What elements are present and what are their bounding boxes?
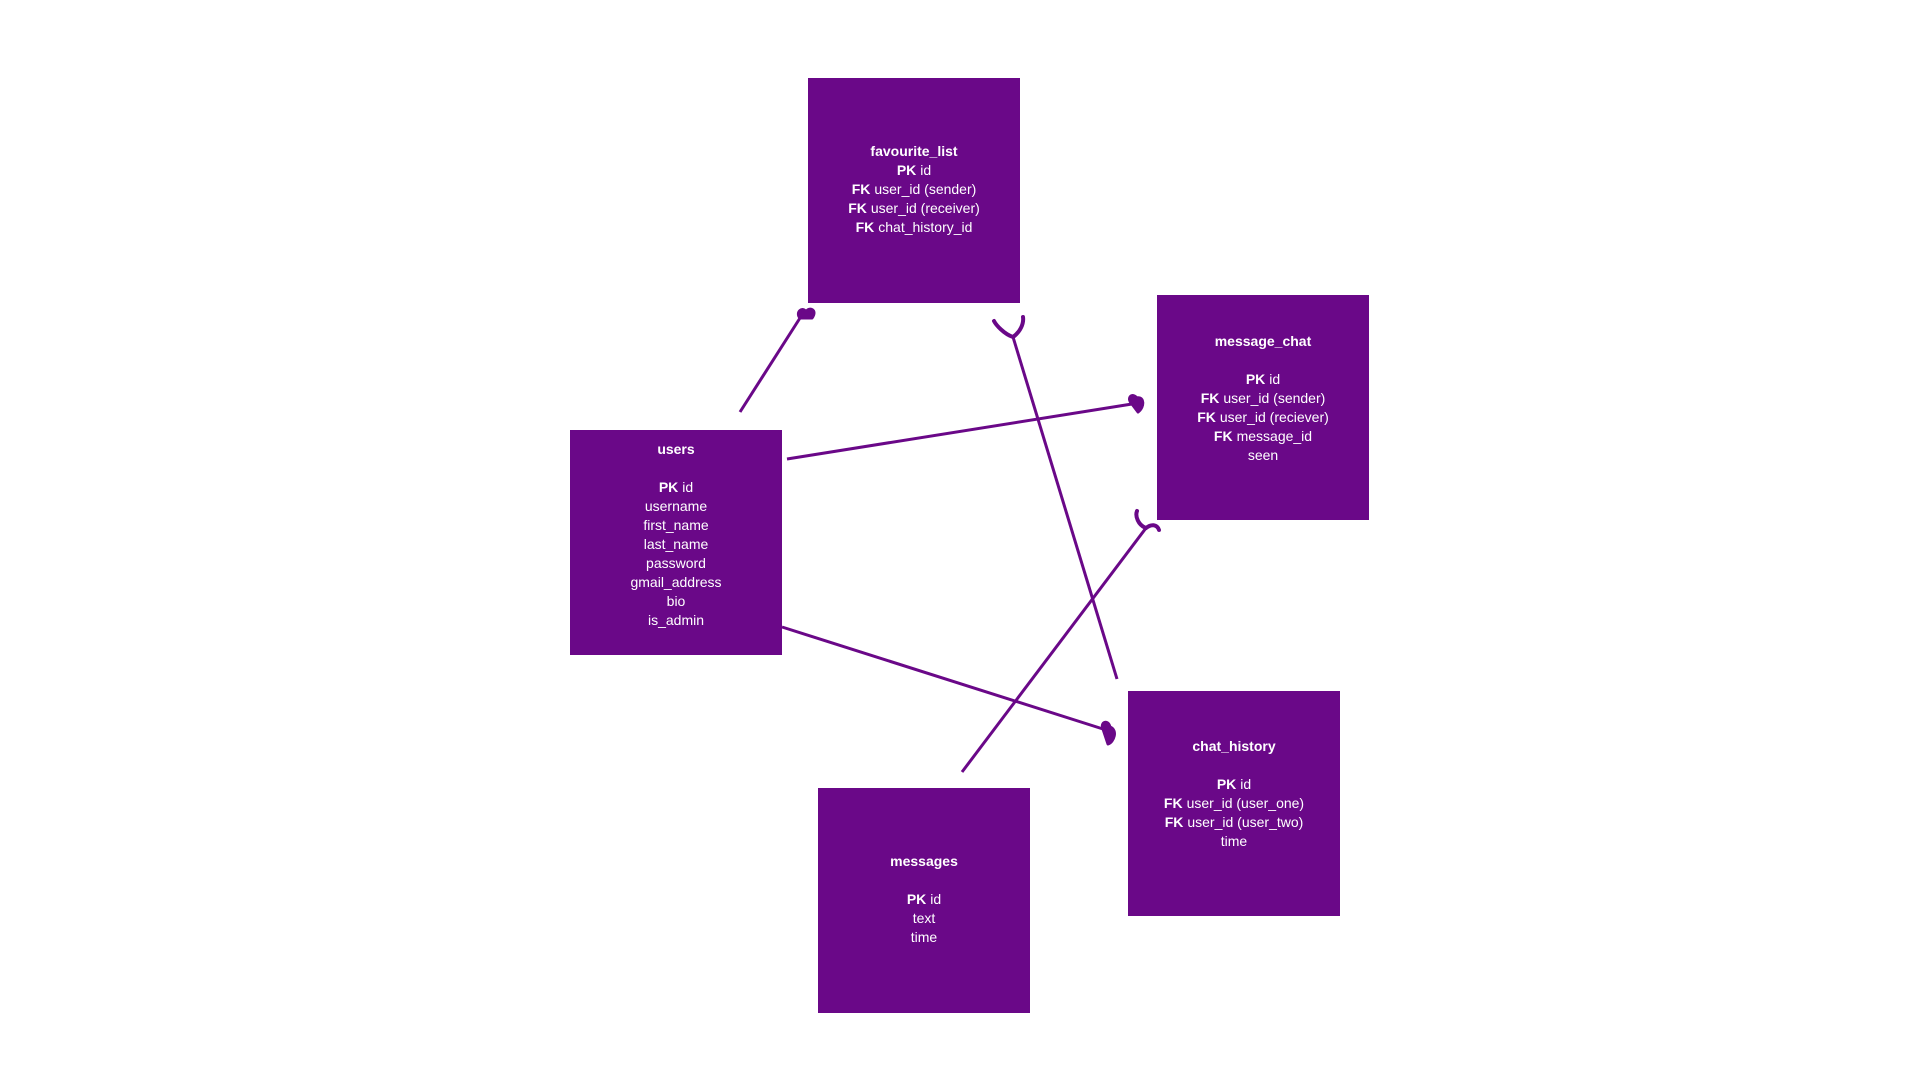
- relation-line: [781, 625, 1104, 731]
- field-row: seen: [1157, 446, 1369, 465]
- field-row: bio: [570, 592, 782, 611]
- field-name: user_id (user_one): [1186, 795, 1305, 811]
- key-label: PK: [1216, 776, 1237, 792]
- relation-users-message-chat: [786, 394, 1145, 461]
- spacer: [1157, 351, 1369, 370]
- field-name: user_id (reciever): [1219, 409, 1329, 425]
- field-name: is_admin: [647, 612, 705, 628]
- field-name: time: [1220, 833, 1248, 849]
- field-row: time: [1128, 832, 1340, 851]
- entity-title: users: [657, 441, 695, 457]
- field-row: last_name: [570, 535, 782, 554]
- relation-line: [786, 402, 1133, 461]
- key-label: PK: [1245, 371, 1266, 387]
- field-row: text: [818, 909, 1030, 928]
- spacer: [570, 459, 782, 478]
- spacer: [1128, 756, 1340, 775]
- field-name: bio: [666, 593, 686, 609]
- field-row: first_name: [570, 516, 782, 535]
- field-row: username: [570, 497, 782, 516]
- key-label: FK: [1163, 795, 1183, 811]
- field-name: message_id: [1236, 428, 1313, 444]
- crowfoot-marker: [992, 315, 1026, 339]
- field-name: text: [912, 910, 936, 926]
- key-label: FK: [848, 200, 867, 216]
- field-name: id: [930, 891, 942, 907]
- relation-messages-message-chat: [960, 509, 1161, 773]
- field-name: id: [1269, 371, 1281, 387]
- field-row: time: [818, 928, 1030, 947]
- relation-line: [1011, 336, 1119, 680]
- relation-line: [738, 317, 802, 413]
- field-name: username: [644, 498, 708, 514]
- key-label: FK: [1197, 409, 1216, 425]
- field-name: first_name: [643, 517, 709, 533]
- field-name: seen: [1247, 447, 1279, 463]
- field-name: id: [920, 162, 932, 178]
- entity-title: chat_history: [1192, 738, 1276, 754]
- entity-title: messages: [890, 853, 958, 869]
- key-label: FK: [855, 219, 875, 235]
- key-label: FK: [1213, 428, 1233, 444]
- crowfoot-marker: [1128, 394, 1145, 414]
- key-label: PK: [906, 891, 927, 907]
- field-name: chat_history_id: [878, 219, 973, 235]
- key-label: FK: [1200, 390, 1220, 406]
- field-name: password: [646, 555, 706, 571]
- crowfoot-marker: [1100, 720, 1116, 746]
- key-label: FK: [851, 181, 871, 197]
- field-row: gmail_address: [570, 573, 782, 592]
- spacer: [818, 871, 1030, 890]
- field-row: password: [570, 554, 782, 573]
- field-name: user_id (receiver): [870, 200, 980, 216]
- field-name: id: [682, 479, 694, 495]
- field-name: user_id (sender): [1223, 390, 1326, 406]
- key-label: PK: [896, 162, 917, 178]
- field-name: last_name: [643, 536, 709, 552]
- field-name: user_id (sender): [874, 181, 977, 197]
- relation-users-favourite-list: [738, 307, 816, 413]
- field-name: gmail_address: [630, 574, 722, 590]
- key-label: FK: [1164, 814, 1184, 830]
- field-name: user_id (user_two): [1187, 814, 1304, 830]
- entity-title: favourite_list: [870, 143, 958, 159]
- relation-line: [960, 527, 1148, 773]
- entity-title: message_chat: [1214, 333, 1312, 349]
- crowfoot-marker: [1134, 509, 1161, 532]
- field-name: time: [910, 929, 938, 945]
- field-row: is_admin: [570, 611, 782, 630]
- field-name: id: [1240, 776, 1252, 792]
- relation-users-chat-history: [781, 625, 1116, 746]
- crowfoot-marker: [796, 307, 816, 320]
- relation-chat-history-favourite-list: [992, 315, 1119, 680]
- key-label: PK: [658, 479, 679, 495]
